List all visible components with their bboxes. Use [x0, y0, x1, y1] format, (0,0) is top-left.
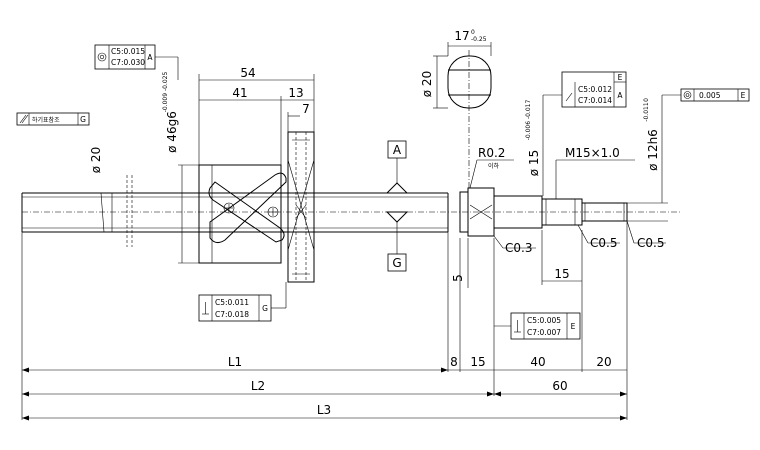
- fcf-nut-c7: C7:0.018: [215, 310, 249, 319]
- fcf-perp-nut: [198, 282, 287, 322]
- fcf-runout-top: [94, 44, 179, 80]
- fcf-top-c7: C7:0.030: [111, 58, 145, 67]
- dim-41: 41: [232, 86, 247, 100]
- dim-60: 60: [552, 379, 567, 393]
- dim-17-tol-up: 0: [471, 29, 475, 36]
- fcf-top-datum: A: [147, 53, 153, 62]
- fcf-conc-val: 0.005: [699, 91, 721, 100]
- shaft-end: [459, 187, 628, 237]
- ball-nut: [198, 131, 315, 283]
- screw-shaft: [21, 175, 449, 247]
- dim-54: 54: [240, 66, 255, 80]
- dim-17-tol: -0.25: [471, 36, 487, 43]
- fcf-perp-mid: [493, 238, 581, 360]
- top-dimensions: [111, 74, 315, 264]
- fcf-right-datum-a: A: [617, 91, 623, 100]
- dim-40: 40: [530, 355, 545, 369]
- dim-5: 5: [451, 274, 465, 282]
- fcf-concentricity: [662, 88, 750, 102]
- thread-label: M15×1.0: [565, 146, 620, 160]
- fcf-mid-c7: C7:0.007: [527, 328, 561, 337]
- c05a-label: C0.5: [590, 236, 617, 250]
- dim-17: 17: [454, 29, 469, 43]
- dim-7: 7: [302, 102, 310, 116]
- dim-dia20-top: ø 20: [420, 71, 434, 97]
- dim-dia12-tol-up: 0: [643, 98, 650, 102]
- dim-15-mid: 15: [554, 267, 569, 281]
- fcf-flat-datum: G: [80, 115, 86, 124]
- dim-dia12-tol: -0.011: [643, 102, 650, 122]
- dim-dia15-tol: -0.006 -0.017: [525, 100, 532, 141]
- dim-dia46: ø 46g6: [165, 111, 179, 153]
- dim-8: 8: [450, 355, 458, 369]
- fcf-mid-c5: C5:0.005: [527, 316, 561, 325]
- datum-a: A: [393, 143, 402, 157]
- dim-dia46-tol: -0.009 -0.025: [162, 72, 169, 113]
- fcf-right-datum-e: E: [618, 73, 623, 82]
- r02-label: R0.2: [478, 146, 505, 160]
- datum-g: G: [392, 256, 401, 270]
- fcf-flat-label: 하기표참조: [32, 116, 60, 124]
- fcf-right-c7: C7:0.014: [578, 96, 612, 105]
- dim-13: 13: [288, 86, 303, 100]
- dim-dia12: ø 12h6: [646, 129, 660, 171]
- fcf-nut-c5: C5:0.011: [215, 298, 249, 307]
- dim-dia20-left: ø 20: [89, 147, 103, 173]
- fcf-right-c5: C5:0.012: [578, 85, 612, 94]
- c05b-label: C0.5: [637, 236, 664, 250]
- dim-dia15: ø 15: [527, 150, 541, 176]
- fcf-mid-datum: E: [571, 322, 576, 331]
- right-dim-lines: [459, 95, 668, 288]
- c03-label: C0.3: [505, 241, 532, 255]
- dim-L3: L3: [317, 403, 331, 417]
- dim-20: 20: [596, 355, 611, 369]
- section-view: [433, 42, 492, 188]
- dim-15-bot: 15: [470, 355, 485, 369]
- fcf-runout-right: [542, 71, 627, 130]
- fcf-flatness: [16, 112, 90, 126]
- datum-symbols: [385, 140, 409, 272]
- r02-note: 이하: [488, 162, 500, 170]
- bottom-dimensions: [21, 221, 628, 421]
- dim-L1: L1: [228, 355, 242, 369]
- dim-L2: L2: [251, 379, 265, 393]
- fcf-conc-datum: E: [741, 91, 746, 100]
- fcf-top-c5: C5:0.015: [111, 47, 145, 56]
- fcf-nut-datum: G: [262, 304, 268, 313]
